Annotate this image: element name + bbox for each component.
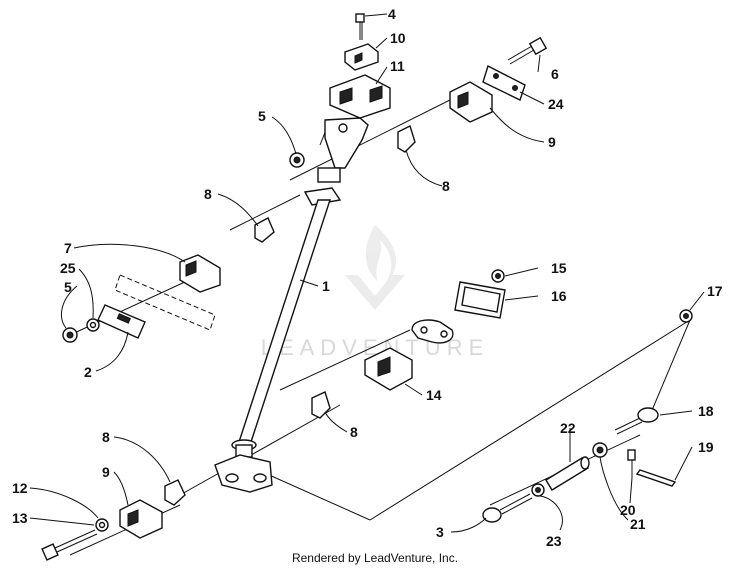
leader-lines xyxy=(29,13,705,533)
callout-24: 24 xyxy=(548,96,564,112)
part-19-cotter-pin xyxy=(635,469,677,487)
part-9-clamp-lower xyxy=(119,499,163,539)
part-23-nut xyxy=(531,483,545,497)
callout-19: 19 xyxy=(698,439,714,455)
callout-5-left: 5 xyxy=(64,279,72,295)
callout-14: 14 xyxy=(426,387,442,403)
part-24-plate xyxy=(482,64,526,101)
callout-4: 4 xyxy=(388,6,396,22)
watermark-logo xyxy=(345,225,405,310)
callout-8-upper: 8 xyxy=(442,178,450,194)
callout-22: 22 xyxy=(560,420,576,436)
part-2-plate xyxy=(97,304,146,339)
part-8-bushing-bottom xyxy=(164,479,186,506)
part-13-bolt xyxy=(41,529,98,561)
part-9-clamp-upper xyxy=(449,81,493,123)
part-15-nut xyxy=(491,269,505,283)
part-14-clamp xyxy=(364,347,413,391)
callout-9-lower: 9 xyxy=(102,464,110,480)
callout-labels: 1 2 3 4 5 5 6 7 8 8 8 8 9 9 10 11 12 13 … xyxy=(12,6,723,549)
callout-9-upper: 9 xyxy=(548,134,556,150)
callout-17: 17 xyxy=(707,283,723,299)
callout-10: 10 xyxy=(390,30,406,46)
part-12-washer xyxy=(95,518,109,532)
part-5-nut-left xyxy=(62,327,78,343)
part-1-steering-post xyxy=(214,117,369,493)
callout-12: 12 xyxy=(12,480,28,496)
part-10-clamp-cap xyxy=(344,43,379,71)
callout-18: 18 xyxy=(698,403,714,419)
part-gasket-plate xyxy=(411,319,454,344)
part-8-bushing-upper xyxy=(397,125,416,153)
callout-23: 23 xyxy=(546,533,562,549)
part-22-tube xyxy=(545,456,590,491)
callout-8-left: 8 xyxy=(204,186,212,202)
callout-21: 21 xyxy=(630,516,646,532)
callout-16: 16 xyxy=(551,288,567,304)
callout-11: 11 xyxy=(390,58,405,74)
part-20-bolt xyxy=(627,449,636,478)
callout-6: 6 xyxy=(551,66,559,82)
part-11-clamp-base xyxy=(329,74,391,119)
part-8-bushing-left xyxy=(254,217,275,243)
callout-7: 7 xyxy=(64,240,72,256)
part-8-bushing-lower xyxy=(311,391,331,419)
callout-5-top: 5 xyxy=(258,108,266,124)
callout-3: 3 xyxy=(436,524,444,540)
callout-1: 1 xyxy=(322,278,330,294)
frame-bracket-dashed xyxy=(114,274,216,331)
callout-25: 25 xyxy=(60,260,76,276)
callout-20: 20 xyxy=(620,502,636,518)
part-3-tie-rod-end xyxy=(482,493,533,523)
part-17-nut xyxy=(679,309,693,323)
callout-13: 13 xyxy=(12,510,28,526)
callout-8-lower: 8 xyxy=(350,424,358,440)
part-7-clamp-left xyxy=(179,254,221,293)
axis-lines xyxy=(69,94,691,556)
part-25-washer xyxy=(86,318,100,332)
part-18-tie-rod-end xyxy=(614,407,659,435)
callout-8-bottom: 8 xyxy=(102,429,110,445)
part-6-bolt xyxy=(507,36,548,65)
part-4-bolt xyxy=(355,13,365,40)
callout-2: 2 xyxy=(84,364,92,380)
footer-credit: Rendered by LeadVenture, Inc. xyxy=(291,551,459,565)
part-21-nut xyxy=(592,442,608,458)
part-16-block xyxy=(454,281,506,319)
part-5-nut-top xyxy=(289,152,305,168)
callout-15: 15 xyxy=(551,260,567,276)
